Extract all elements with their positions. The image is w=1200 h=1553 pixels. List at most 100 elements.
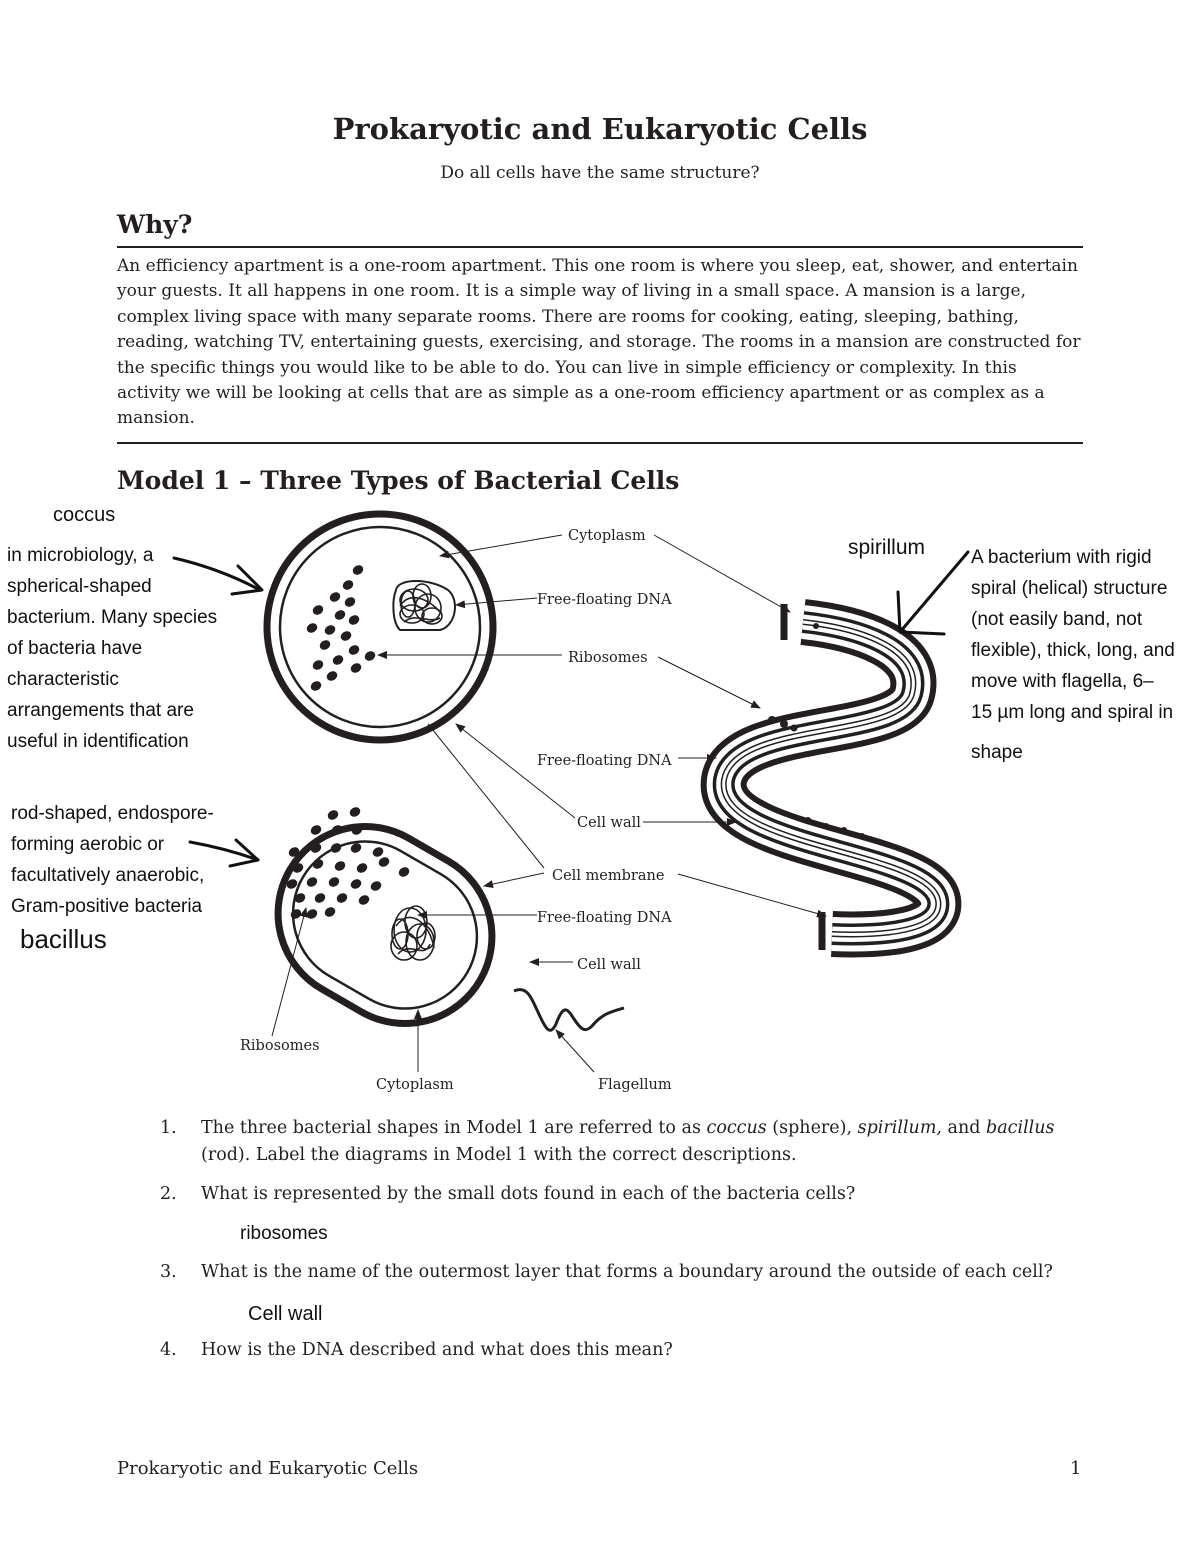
ribosome-dot (350, 879, 362, 889)
ribosome-dot (348, 615, 360, 625)
question-1: 1. The three bacterial shapes in Model 1… (160, 1115, 1080, 1169)
question-text: What is represented by the small dots fo… (201, 1184, 856, 1204)
question-number: 3. (160, 1262, 177, 1282)
ribosome-dot (350, 843, 362, 853)
ribosome-dot (330, 843, 342, 853)
label-ribosomes-top: Ribosomes (568, 650, 648, 666)
why-bottom-rule (117, 442, 1083, 444)
question-text: What is the name of the outermost layer … (201, 1262, 1053, 1282)
coccus-dna (392, 580, 456, 631)
ribosome-dot (342, 580, 354, 590)
coccus-desc-line: arrangements that are (7, 700, 194, 721)
coccus-desc-line: in microbiology, a (7, 545, 154, 566)
q1-text-mid: and (941, 1118, 987, 1138)
ribosome-dot (350, 663, 362, 673)
label-ribosomes-bottom: Ribosomes (240, 1038, 320, 1054)
annotation-coccus-name: coccus (53, 504, 116, 526)
q1-text-post: (rod). Label the diagrams in Model 1 wit… (201, 1145, 797, 1165)
label-cell-membrane: Cell membrane (552, 868, 664, 884)
coccus-cell (263, 510, 497, 744)
ribosome-dot (324, 625, 336, 635)
label-cytoplasm-bottom: Cytoplasm (376, 1077, 454, 1093)
ribosome-dot (358, 895, 370, 905)
annotation-bacillus-desc: rod-shaped, endospore- forming aerobic o… (11, 798, 251, 922)
spirillum-ribosomes (768, 623, 883, 845)
label-leader-lines (271, 534, 827, 1073)
ribosome-dot (334, 610, 346, 620)
ribosome-dot (328, 877, 340, 887)
model-heading: Model 1 – Three Types of Bacterial Cells (117, 466, 680, 495)
spirillum-desc-line: flexible), thick, long, and (971, 640, 1175, 661)
bacillus-desc-line: forming aerobic or (11, 834, 165, 855)
question-number: 4. (160, 1340, 177, 1360)
annotation-arrows (172, 550, 970, 868)
question-text: How is the DNA described and what does t… (201, 1340, 673, 1360)
question-2: 2. What is represented by the small dots… (160, 1181, 1080, 1208)
ribosome-dot (306, 623, 318, 633)
ribosome-dot (288, 847, 300, 857)
spirillum-desc-line: shape (971, 742, 1023, 763)
label-dna-spirillum: Free-floating DNA (537, 753, 672, 769)
ribosome-dot (312, 660, 324, 670)
label-flagellum: Flagellum (598, 1077, 672, 1093)
bacillus-desc-line: Gram-positive bacteria (11, 896, 203, 917)
ribosome-dot (398, 867, 410, 877)
q1-term-bacillus: bacillus (986, 1118, 1055, 1138)
ribosome-dot (312, 859, 324, 869)
ribosome-dot (331, 825, 343, 835)
coccus-desc-line: characteristic (7, 669, 119, 690)
ribosome-dot (351, 825, 363, 835)
ribosome-dot (310, 843, 322, 853)
coccus-desc-line: of bacteria have (7, 638, 143, 659)
ribosome-dot (349, 807, 361, 817)
spirillum-desc-line: spiral (helical) structure (971, 578, 1168, 599)
label-dna-bacillus: Free-floating DNA (537, 910, 672, 926)
label-cell-wall-bottom: Cell wall (577, 957, 641, 973)
q1-term-coccus: coccus (706, 1118, 767, 1138)
ribosome-dot (290, 909, 302, 919)
q1-text-pre: The three bacterial shapes in Model 1 ar… (201, 1118, 707, 1138)
q1-term-spirillum: spirillum, (857, 1118, 942, 1138)
ribosome-dot (310, 681, 322, 691)
why-paragraph: An efficiency apartment is a one-room ap… (117, 256, 1081, 429)
bacillus-desc-line: rod-shaped, endospore- (11, 803, 214, 824)
answer-2: ribosomes (240, 1223, 328, 1244)
ribosome-dot (332, 655, 344, 665)
ribosome-dot (314, 893, 326, 903)
coccus-desc-line: spherical-shaped (7, 576, 152, 597)
ribosome-dot (370, 881, 382, 891)
annotation-bacillus-name: bacillus (20, 924, 107, 954)
ribosome-dot (294, 893, 306, 903)
question-number: 1. (160, 1118, 177, 1138)
ribosome-dot (324, 907, 336, 917)
annotation-coccus-desc: in microbiology, a spherical-shaped bact… (7, 540, 257, 757)
ribosome-dot (310, 825, 322, 835)
bacillus-cell (274, 807, 625, 1032)
question-number: 2. (160, 1184, 177, 1204)
footer-title: Prokaryotic and Eukaryotic Cells (117, 1458, 419, 1479)
label-cytoplasm-top: Cytoplasm (568, 528, 646, 544)
page-subtitle: Do all cells have the same structure? (440, 163, 760, 183)
coccus-desc-line: bacterium. Many species (7, 607, 218, 628)
ribosome-dot (336, 893, 348, 903)
spirillum-desc-line: (not easily band, not (971, 609, 1143, 630)
page-number: 1 (1070, 1458, 1082, 1479)
q1-text-mid: (sphere), (766, 1118, 858, 1138)
page-title: Prokaryotic and Eukaryotic Cells (332, 112, 868, 146)
flagellum (513, 988, 625, 1032)
ribosome-dot (319, 640, 331, 650)
ribosome-dot (329, 592, 341, 602)
ribosome-dot (292, 863, 304, 873)
ribosome-dot (352, 565, 364, 575)
spirillum-desc-line: move with flagella, 6– (971, 671, 1154, 692)
ribosome-dot (286, 879, 298, 889)
ribosome-dot (306, 909, 318, 919)
spirillum-desc-line: 15 µm long and spiral in (971, 702, 1174, 723)
spirillum-cell (700, 599, 962, 958)
bacillus-dna (390, 905, 436, 961)
ribosome-dot (326, 671, 338, 681)
ribosome-dot (327, 810, 339, 820)
coccus-ribosomes (306, 565, 376, 691)
why-heading: Why? (117, 210, 193, 239)
